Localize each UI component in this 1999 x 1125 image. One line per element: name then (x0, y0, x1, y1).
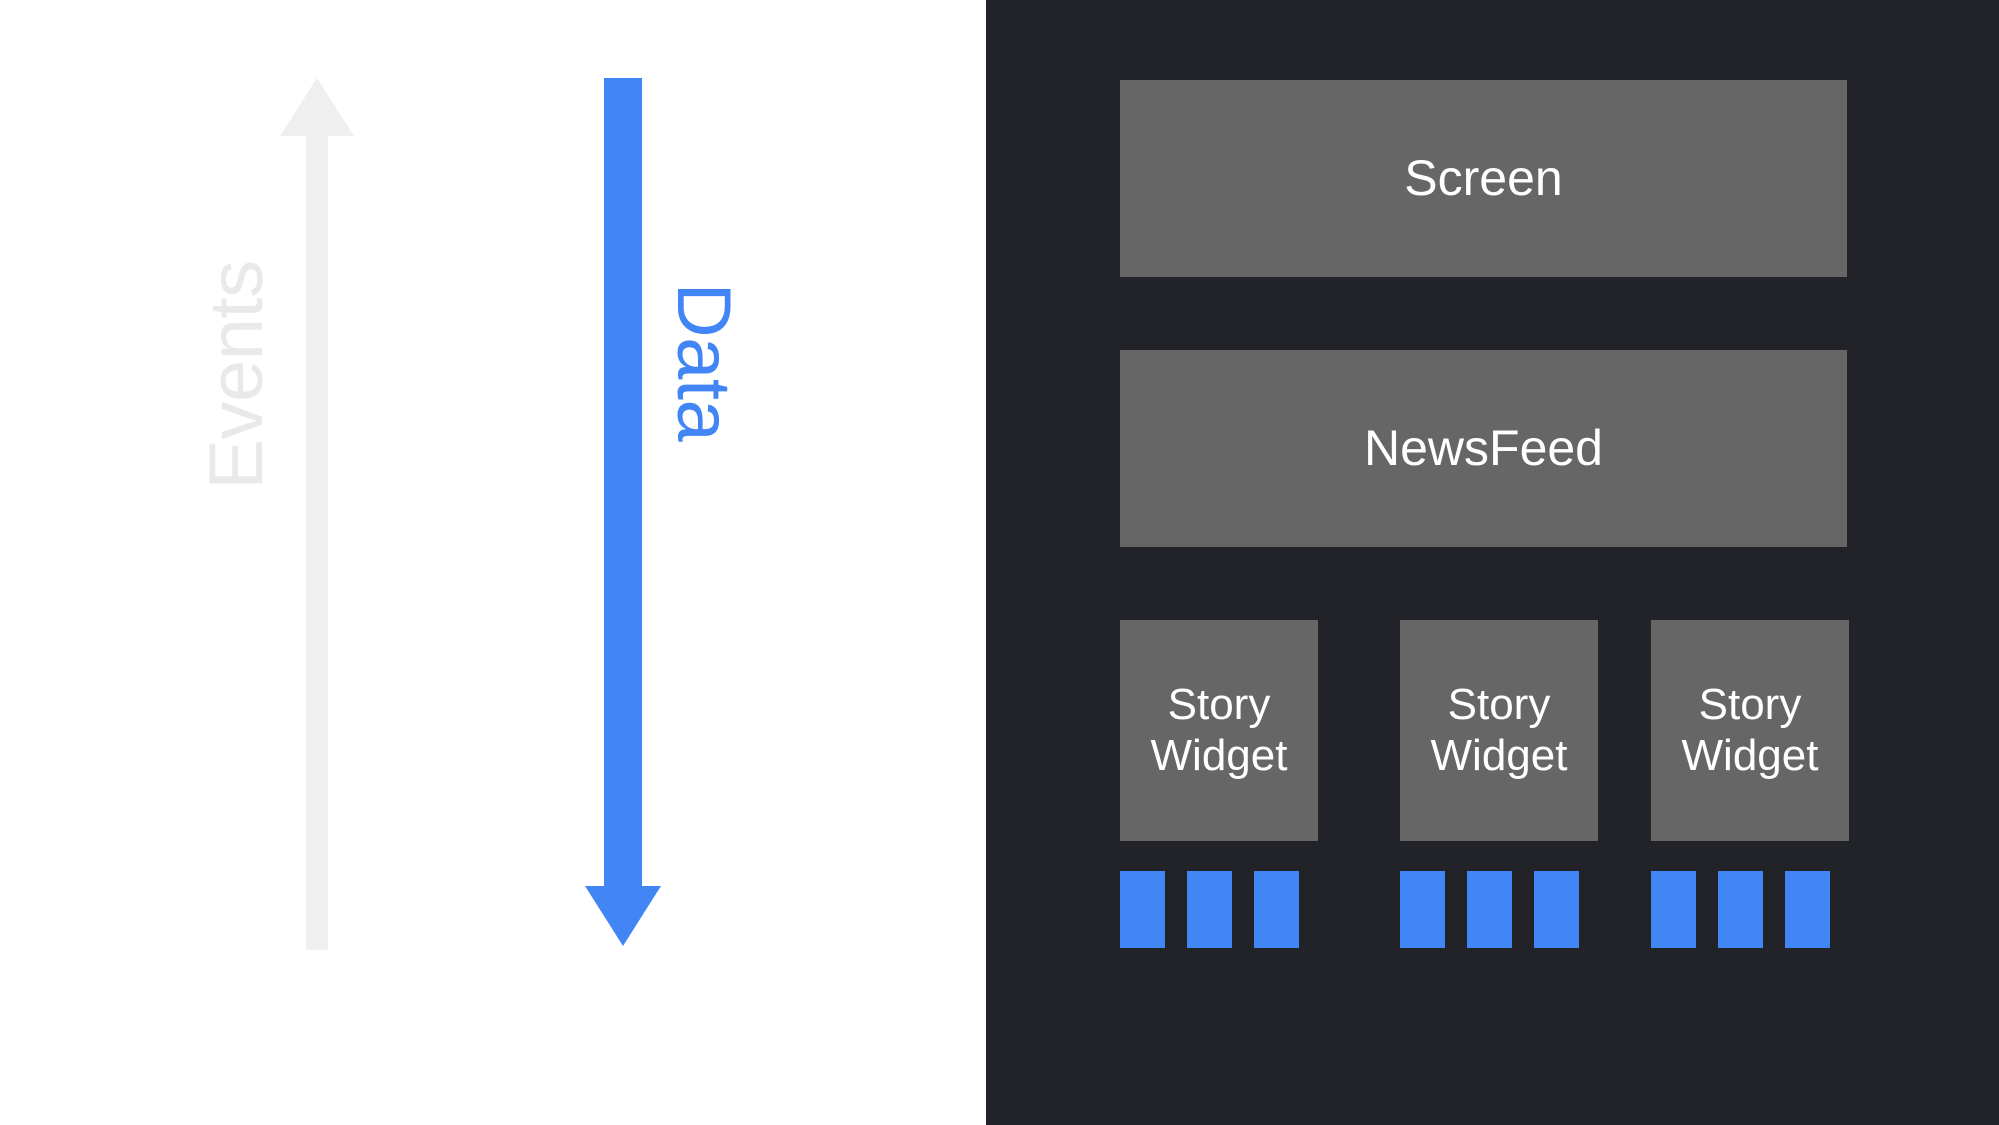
event-square[interactable] (1651, 871, 1696, 948)
event-square[interactable] (1718, 871, 1763, 948)
story-widget-label-line1-2: Story (1447, 679, 1551, 729)
newsfeed-component-box[interactable]: NewsFeed (1120, 350, 1847, 547)
story-widget-label-1: Story Widget (1151, 680, 1288, 781)
story-widget-box-1[interactable]: Story Widget (1120, 620, 1318, 841)
event-square[interactable] (1467, 871, 1512, 948)
story-widget-label-line2-3: Widget (1681, 730, 1819, 780)
events-flow-label: Events (193, 260, 279, 490)
story-widget-label-3: Story Widget (1682, 680, 1819, 781)
event-square[interactable] (1400, 871, 1445, 948)
component-tree-panel: Screen NewsFeed Story Widget Story Widge… (986, 0, 1999, 1125)
event-square-group-3 (1651, 871, 1830, 948)
flow-legend-region: Events Data (0, 0, 986, 1125)
event-square[interactable] (1120, 871, 1165, 948)
story-widget-label-line2-1: Widget (1150, 730, 1288, 780)
story-widget-box-3[interactable]: Story Widget (1651, 620, 1849, 841)
story-widget-label-line1-3: Story (1698, 679, 1802, 729)
event-square[interactable] (1534, 871, 1579, 948)
story-widget-box-2[interactable]: Story Widget (1400, 620, 1598, 841)
event-square-group-2 (1400, 871, 1579, 948)
event-square-group-1 (1120, 871, 1299, 948)
events-arrow-up-icon (280, 78, 354, 950)
screen-component-box[interactable]: Screen (1120, 80, 1847, 277)
story-widget-label-line1-1: Story (1167, 679, 1271, 729)
data-flow-label: Data (661, 282, 747, 442)
event-square[interactable] (1187, 871, 1232, 948)
data-arrow-down-icon (585, 78, 661, 946)
event-square[interactable] (1785, 871, 1830, 948)
story-widget-label-line2-2: Widget (1430, 730, 1568, 780)
event-square[interactable] (1254, 871, 1299, 948)
story-widget-label-2: Story Widget (1431, 680, 1568, 781)
